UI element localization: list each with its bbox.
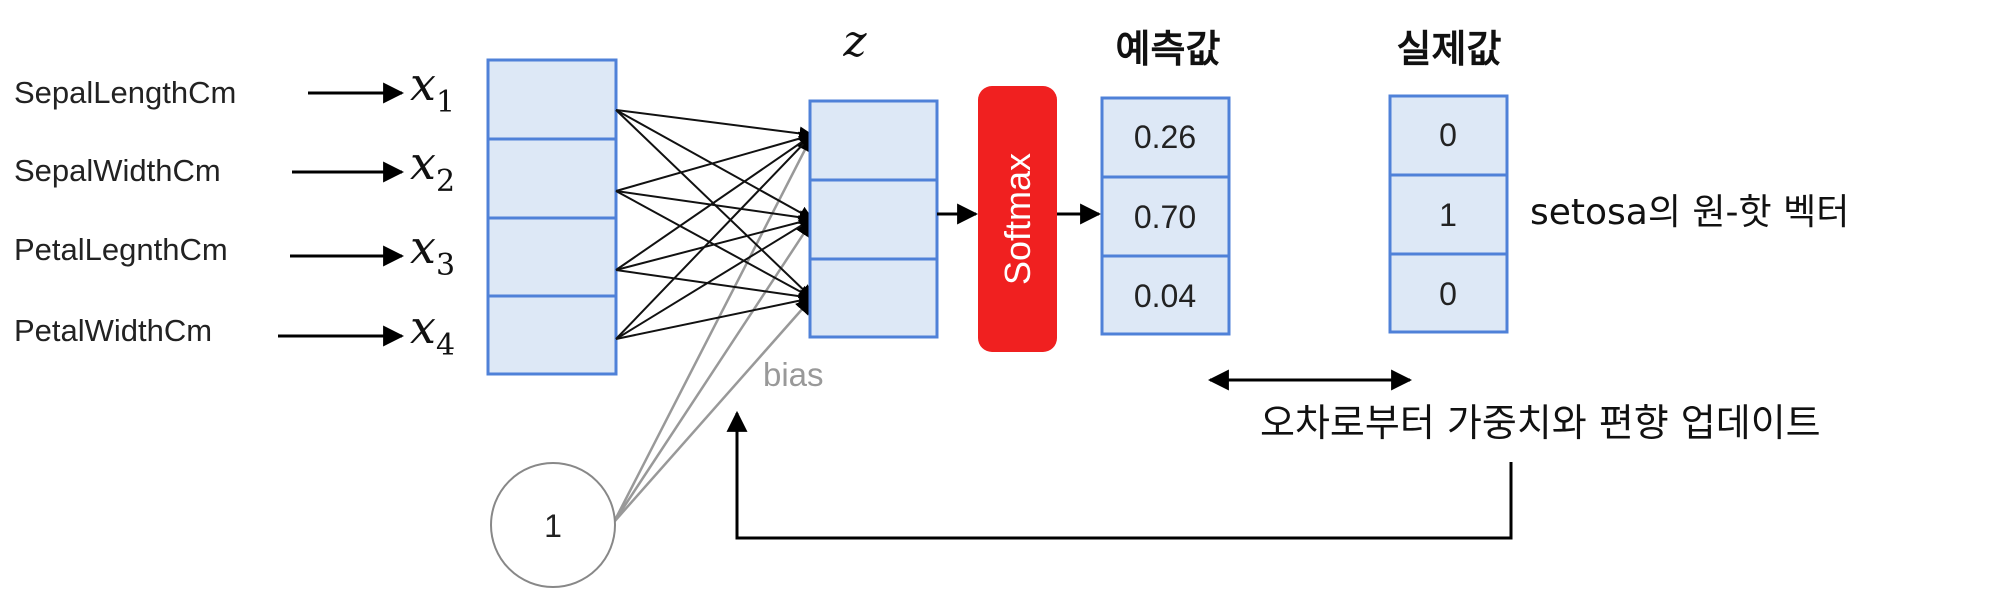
input-cell-2	[486, 137, 618, 220]
softmax-label: Softmax	[997, 153, 1038, 285]
actual-title: 실제값	[1397, 27, 1502, 71]
bias-line-1	[612, 134, 814, 523]
softmax-box	[978, 86, 1057, 352]
weight-line-4-2	[615, 218, 814, 340]
prediction-title: 예측값	[1116, 27, 1221, 71]
prediction-vector: 0.26 0.70 0.04	[1100, 96, 1231, 336]
softmax-block: Softmax	[978, 86, 1057, 352]
prediction-value-3: 0.04	[1134, 278, 1196, 314]
weight-line-4-3	[615, 293, 814, 340]
feedback-path	[726, 410, 1513, 540]
prediction-cell-3	[1100, 254, 1231, 336]
weight-line-2-2	[615, 190, 814, 225]
input-symbol-1: x1	[410, 57, 455, 120]
bias-node-label: 1	[544, 508, 562, 544]
input-feature-label-3: PetalLegnthCm	[14, 232, 228, 267]
weight-line-3-3	[615, 269, 814, 304]
weight-line-3-1	[615, 134, 814, 271]
prediction-value-2: 0.70	[1134, 199, 1196, 235]
actual-vector: 0 1 0	[1388, 94, 1509, 334]
input-layer	[486, 58, 618, 376]
weight-line-2-1	[615, 131, 814, 192]
input-symbol-3: x3	[410, 220, 455, 283]
input-feature-label-2: SepalWidthCm	[14, 153, 221, 188]
actual-cell-2	[1388, 173, 1509, 256]
actual-value-2: 1	[1439, 197, 1457, 233]
input-feature-label-1: SepalLengthCm	[14, 75, 236, 110]
weight-line-4-1	[615, 133, 813, 340]
input-labels: SepalLengthCm SepalWidthCm PetalLegnthCm…	[14, 57, 455, 363]
weight-line-3-2	[615, 215, 814, 271]
weight-connections	[615, 109, 814, 340]
prediction-cell-2	[1100, 175, 1231, 258]
input-symbol-2: x2	[410, 136, 455, 199]
bias-line-3	[613, 296, 814, 523]
actual-value-3: 0	[1439, 276, 1457, 312]
bias-node-circle	[490, 462, 616, 588]
bias-label: bias	[763, 356, 824, 393]
input-symbol-4: x4	[410, 300, 455, 363]
bias-line-2	[612, 219, 814, 523]
weight-line-1-1	[615, 109, 814, 141]
prediction-value-1: 0.26	[1134, 119, 1196, 155]
bias-node: 1	[490, 462, 616, 588]
z-label: z	[842, 16, 867, 67]
input-feature-label-4: PetalWidthCm	[14, 313, 212, 348]
update-caption: 오차로부터 가중치와 편향 업데이트	[1260, 401, 1821, 445]
z-cell-1	[808, 99, 939, 182]
input-cell-4	[486, 294, 618, 376]
onehot-caption: setosa의 원-핫 벡터	[1530, 192, 1849, 233]
bias-connections	[612, 134, 814, 523]
z-cell-2	[808, 178, 939, 261]
input-cell-3	[486, 216, 618, 298]
actual-cell-3	[1388, 252, 1509, 334]
weight-line-1-2	[615, 109, 814, 220]
actual-value-1: 0	[1439, 117, 1457, 153]
z-layer	[808, 99, 939, 339]
z-cell-3	[808, 257, 939, 339]
input-cell-1	[486, 58, 618, 141]
